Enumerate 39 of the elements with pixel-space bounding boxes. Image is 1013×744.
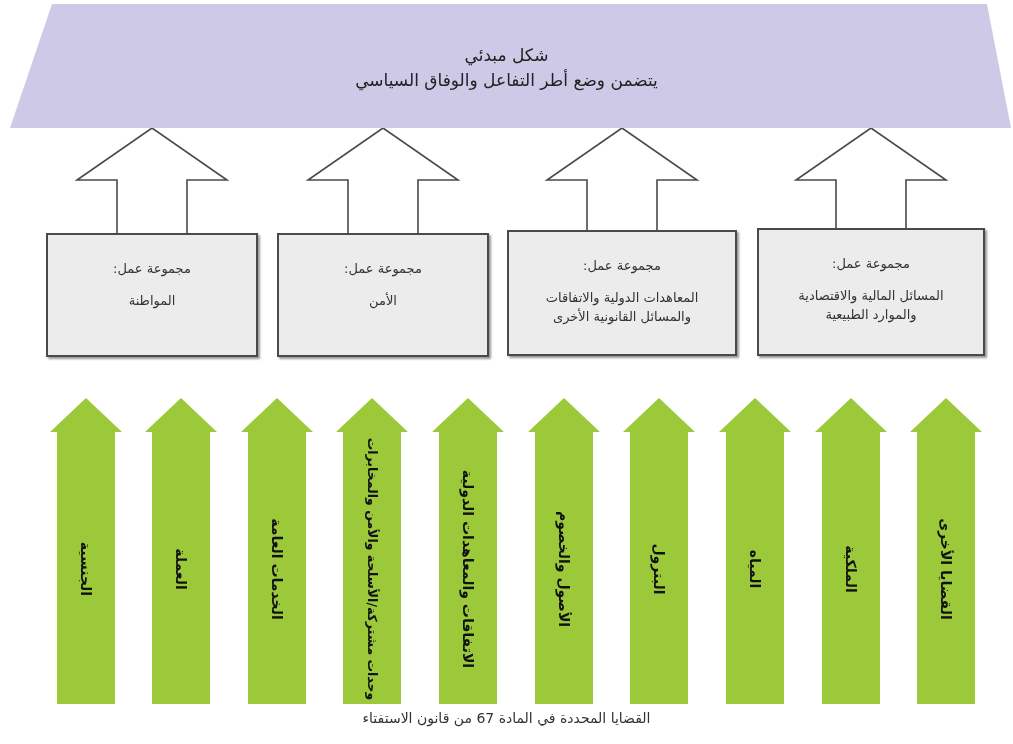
block-arrow [74,127,230,234]
working-group-box [757,228,985,356]
up-arrow-shape [910,398,982,704]
caption: القضايا المحددة في المادة 67 من قانون الاستفتاء [361,710,652,726]
arrow-label: المياه [747,550,763,589]
up-arrow-shape [50,398,122,704]
up-arrow-shape [241,398,313,704]
up-arrow-shape [815,398,887,704]
working-group-box [277,233,489,357]
block-arrow [305,127,461,234]
arrow-label: القضايا الأخرى [938,518,954,621]
box-heading: مجموعة عمل: [113,261,191,276]
arrow-label: الخدمات العامة [269,518,285,621]
arrow-label: الاتفاقات والمعاهدات الدولية [460,470,476,669]
box-heading: مجموعة عمل: [832,256,910,271]
arrow-label: الأصول والخصوم [556,511,572,628]
banner-text: يتضمن وضع أطر التفاعل والوفاق السياسي [354,69,659,92]
block-arrow [793,127,949,229]
box-text: المواطنة [127,292,177,311]
arrow-label: وحدات مشتركة/الأسلحة والأمن والمخابرات [364,438,380,701]
up-arrow-shape [719,398,791,704]
arrow-label: الجنسية [78,542,94,597]
box-heading: مجموعة عمل: [344,261,422,276]
up-arrow-shape [528,398,600,704]
banner-title: شكل مبدئي [463,44,550,67]
working-group-box [46,233,258,357]
box-text: الأمن [368,292,398,311]
up-arrow-shape [145,398,217,704]
box-heading: مجموعة عمل: [583,258,661,273]
block-arrow [544,127,700,231]
up-arrow-shape [623,398,695,704]
box-text: المعاهدات الدولية والاتفاقات والمسائل القانونية الأخرى [544,289,700,327]
arrow-label: الملكية [843,545,859,594]
box-text: المسائل المالية والاقتصادية والموارد الطبيعية [797,287,945,325]
up-arrow-shape [336,398,408,704]
working-group-box [507,230,737,356]
arrow-label: العملة [173,548,189,591]
arrow-label: البترول [651,543,667,595]
up-arrow-shape [432,398,504,704]
